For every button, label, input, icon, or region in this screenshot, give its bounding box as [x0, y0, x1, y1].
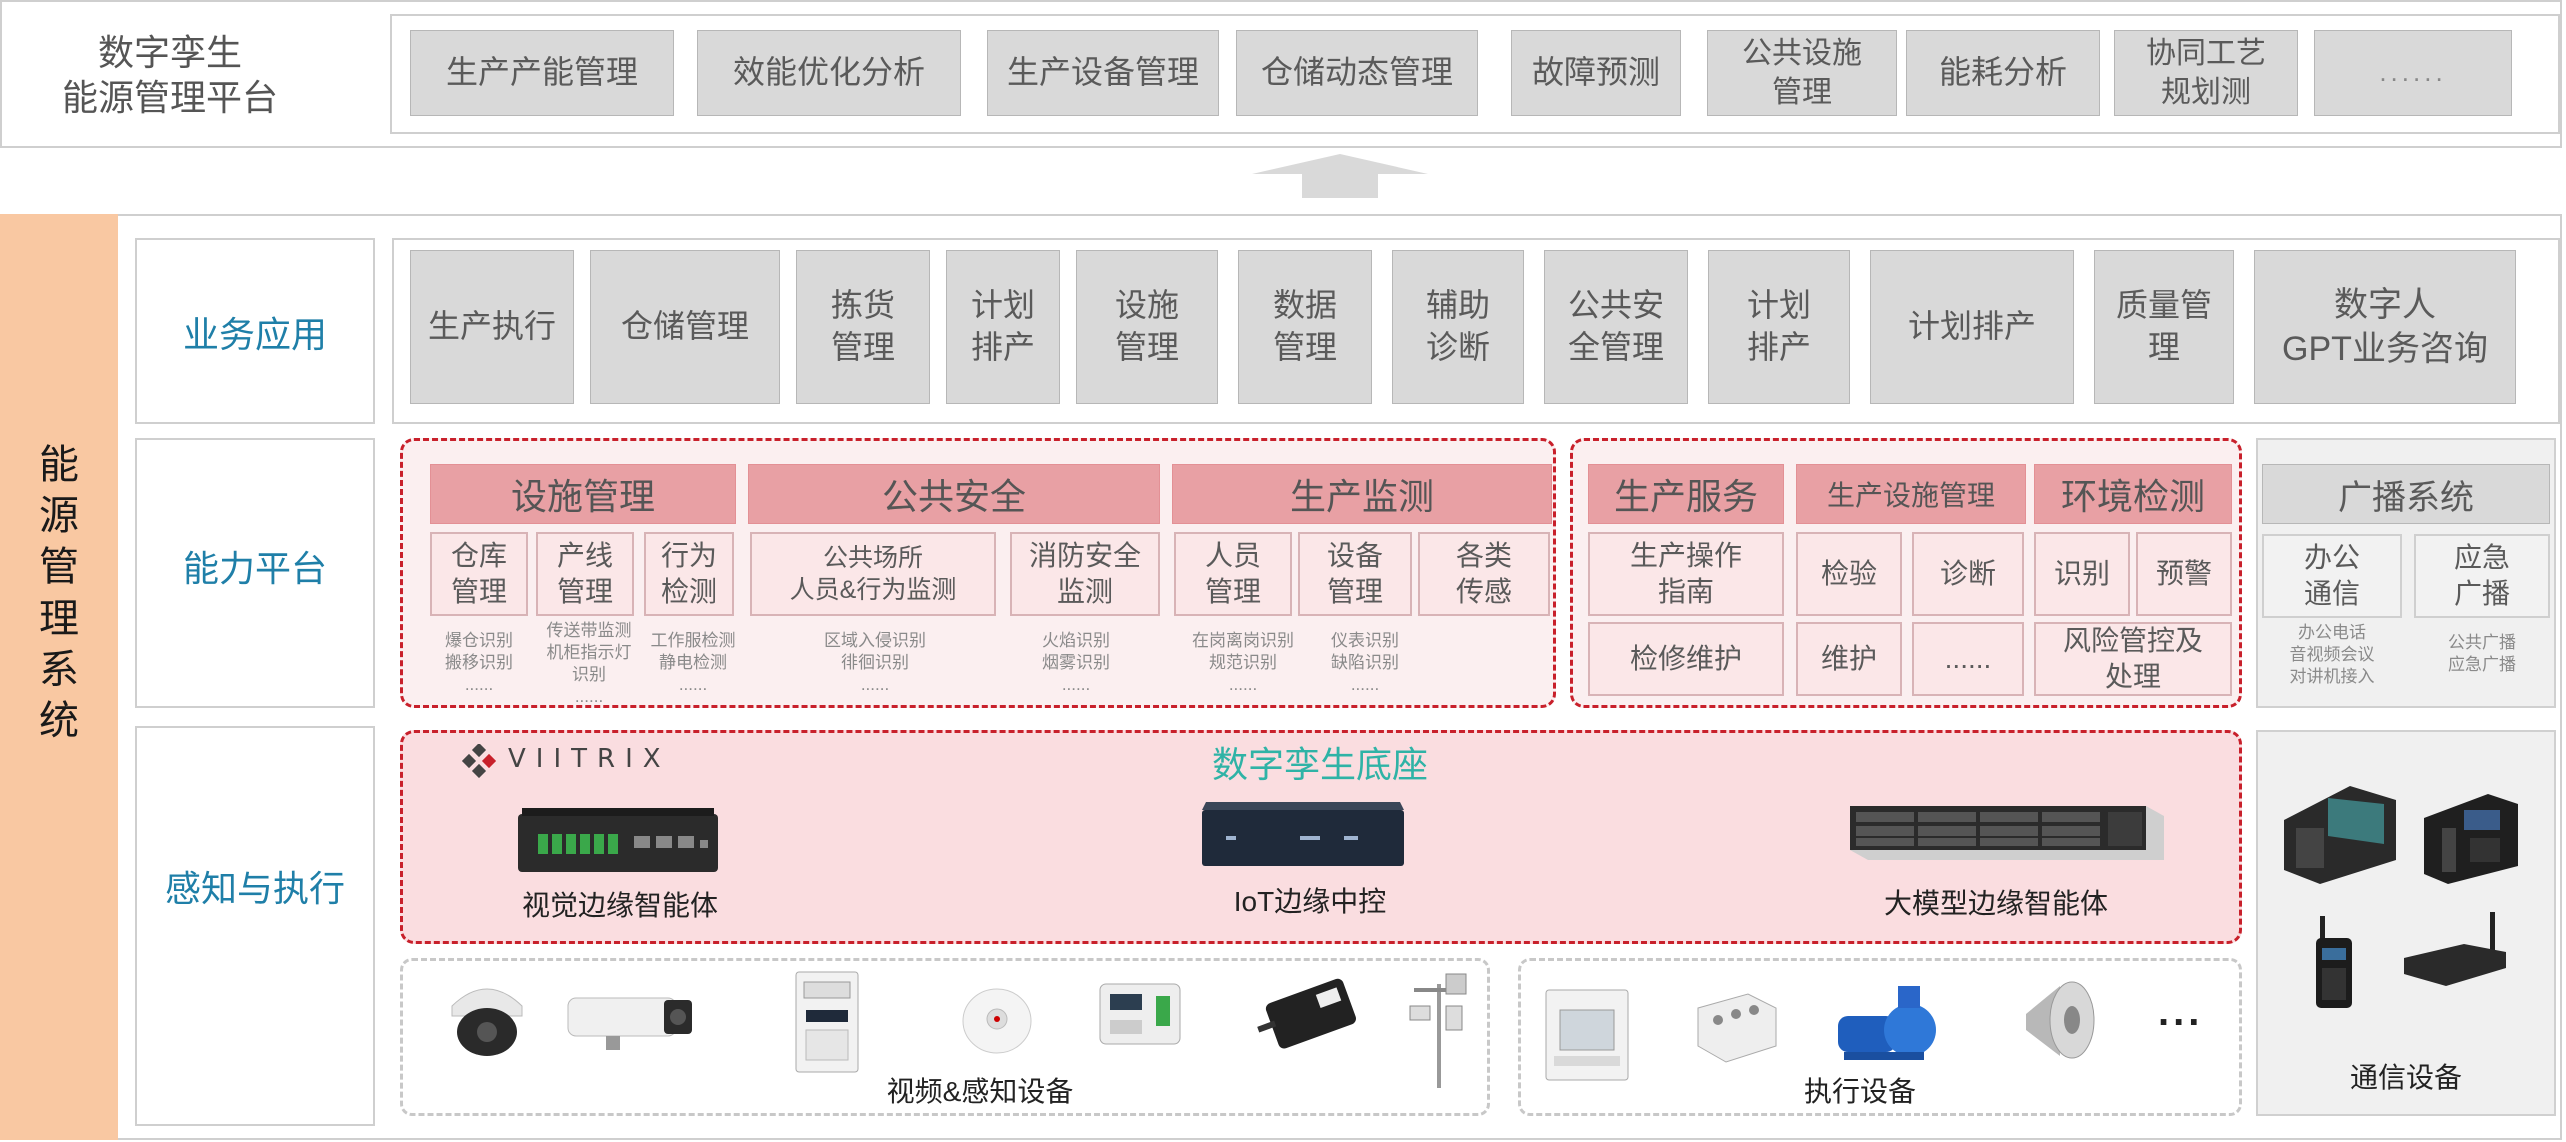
business-item[interactable]: 生产执行: [410, 250, 574, 404]
exec-devices-group: [1518, 958, 2242, 1116]
viitrix-brand: VIITRIX: [508, 744, 671, 774]
sensing-devices-label: 视频&感知设备: [886, 1076, 1074, 1107]
facility-sub[interactable]: 产线 管理: [536, 532, 634, 616]
system-side-bar: [0, 214, 118, 1140]
platform-item[interactable]: 效能优化分析: [697, 30, 961, 116]
vision-edge-device-icon: [518, 808, 718, 872]
exec-devices-label: 执行设备: [1803, 1076, 1916, 1107]
layer-label-box: [135, 438, 375, 708]
broadcast-note: 办公电话 音视频会议 对讲机接入: [2289, 623, 2375, 687]
breaker-sensor-icon: [1099, 983, 1181, 1045]
platform-item[interactable]: 能耗分析: [1906, 30, 2100, 116]
router-icon: [2404, 912, 2506, 986]
production-monitor-sub[interactable]: 设备 管理: [1298, 532, 1412, 616]
equipment-mgmt-sub[interactable]: 检验: [1796, 532, 1902, 616]
platform-item[interactable]: 公共设施 管理: [1707, 30, 1897, 116]
platform-title: 数字孪生 能源管理平台: [61, 32, 278, 118]
business-item[interactable]: 辅助 诊断: [1392, 250, 1524, 404]
layer-perception-label: 感知与执行: [164, 868, 345, 909]
electric-meter-icon: [795, 971, 859, 1073]
business-item[interactable]: 质量管 理: [2094, 250, 2234, 404]
business-item[interactable]: 拣货 管理: [796, 250, 930, 404]
water-pump-icon: [1838, 986, 1936, 1060]
environment-sub[interactable]: 预警: [2136, 532, 2232, 616]
environment-header[interactable]: 环境检测: [2034, 464, 2232, 524]
platform-item[interactable]: ......: [2314, 30, 2512, 116]
public-safety-sub[interactable]: 消防安全 监测: [1010, 532, 1160, 616]
dome-camera-icon: [451, 988, 523, 1056]
business-item[interactable]: 计划 排产: [1708, 250, 1850, 404]
business-item[interactable]: 数字人 GPT业务咨询: [2254, 250, 2516, 404]
facility-sub[interactable]: 仓库 管理: [430, 532, 528, 616]
weather-station-icon: [1409, 973, 1467, 1088]
comm-devices-group: [2256, 730, 2556, 1116]
layer-business-label: 业务应用: [182, 314, 327, 355]
production-monitor-sub[interactable]: 人员 管理: [1174, 532, 1292, 616]
business-item[interactable]: 设施 管理: [1076, 250, 1218, 404]
production-service-sub[interactable]: 生产操作 指南: [1588, 532, 1784, 616]
production-monitor-sub[interactable]: 各类 传感: [1418, 532, 1550, 616]
pcb-machine-icon: [1545, 989, 1629, 1081]
layer-capability-label: 能力平台: [182, 548, 327, 589]
production-service-sub[interactable]: 检修维护: [1588, 622, 1784, 696]
comm-devices-label: 通信设备: [2349, 1062, 2462, 1093]
environment-sub[interactable]: 风险管控及 处理: [2034, 622, 2232, 696]
facility-header[interactable]: 设施管理: [430, 464, 736, 524]
bullet-camera-icon: [567, 997, 692, 1050]
business-item[interactable]: 计划排产: [1870, 250, 2074, 404]
llm-edge-server-icon: [1850, 806, 2164, 860]
production-monitor-header[interactable]: 生产监测: [1172, 464, 1552, 524]
iot-sensor-box-icon: [1257, 978, 1356, 1049]
relay-controller-icon: [1697, 993, 1777, 1063]
video-phone-icon: [2284, 786, 2396, 884]
business-item[interactable]: 公共安 全管理: [1544, 250, 1688, 404]
up-arrow-icon: [1252, 154, 1428, 198]
platform-item[interactable]: 生产产能管理: [410, 30, 674, 116]
equipment-mgmt-sub[interactable]: ......: [1912, 622, 2024, 696]
public-safety-sub[interactable]: 公共场所 人员&行为监测: [750, 532, 996, 616]
business-item[interactable]: 计划 排产: [946, 250, 1060, 404]
iot-edge-label: IoT边缘中控: [1233, 886, 1387, 917]
broadcast-sub[interactable]: 应急 广播: [2414, 534, 2550, 618]
layer-label-box: [135, 726, 375, 1126]
vision-edge-label: 视觉边缘智能体: [521, 890, 718, 921]
broadcast-header[interactable]: 广播系统: [2262, 464, 2550, 524]
public-safety-note: 火焰识别 烟雾识别 ......: [1042, 631, 1110, 695]
environment-sub[interactable]: 识别: [2034, 532, 2130, 616]
public-safety-header[interactable]: 公共安全: [748, 464, 1160, 524]
facility-note: 传送带监测 机柜指示灯 识别 ......: [546, 621, 632, 707]
equipment-mgmt-sub[interactable]: 维护: [1796, 622, 1902, 696]
iot-edge-controller-icon: [1202, 802, 1404, 866]
loudspeaker-icon: [2026, 981, 2095, 1059]
viitrix-logo-icon: [462, 744, 496, 778]
production-service-header[interactable]: 生产服务: [1588, 464, 1784, 524]
system-title: 能 源 管 理 系 统: [39, 443, 79, 743]
public-safety-note: 区域入侵识别 徘徊识别 ......: [824, 631, 926, 695]
platform-item[interactable]: 生产设备管理: [987, 30, 1219, 116]
facility-note: 爆仓识别 搬移识别 ......: [445, 631, 513, 695]
equipment-mgmt-sub[interactable]: 诊断: [1912, 532, 2024, 616]
broadcast-sub[interactable]: 办公 通信: [2262, 534, 2402, 618]
platform-item[interactable]: 故障预测: [1511, 30, 1681, 116]
platform-item[interactable]: 仓储动态管理: [1236, 30, 1478, 116]
exec-more: ...: [2158, 990, 2204, 1034]
llm-edge-label: 大模型边缘智能体: [1883, 888, 2108, 919]
platform-item[interactable]: 协同工艺 规划测: [2114, 30, 2298, 116]
facility-sub[interactable]: 行为 检测: [644, 532, 734, 616]
smoke-detector-icon: [962, 988, 1032, 1054]
walkie-talkie-icon: [2316, 916, 2352, 1008]
sensing-devices-group: [400, 958, 1490, 1116]
production-monitor-note: 在岗离岗识别 规范识别 ......: [1192, 631, 1294, 695]
equipment-mgmt-header[interactable]: 生产设施管理: [1796, 464, 2026, 524]
production-monitor-note: 仪表识别 缺陷识别 ......: [1331, 631, 1399, 695]
digital-twin-title: 数字孪生底座: [1211, 744, 1428, 785]
business-item[interactable]: 数据 管理: [1238, 250, 1372, 404]
broadcast-note: 公共广播 应急广播: [2448, 633, 2516, 675]
desk-phone-icon: [2424, 794, 2518, 884]
business-item[interactable]: 仓储管理: [590, 250, 780, 404]
facility-note: 工作服检测 静电检测 ......: [650, 631, 736, 695]
layer-label-box: [135, 238, 375, 424]
